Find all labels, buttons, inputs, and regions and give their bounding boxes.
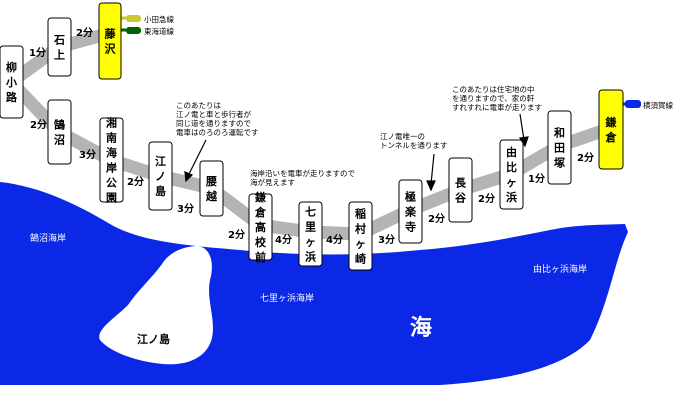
station-box (248, 193, 273, 261)
arrow-head (184, 171, 194, 183)
station-koshigoe: 腰越 (199, 160, 224, 217)
station-label: 由比ヶ浜 (506, 145, 517, 204)
arrow-tunnel (430, 153, 435, 185)
station-box (348, 201, 373, 271)
station-box (0, 45, 24, 119)
travel-time: 4分 (326, 233, 343, 246)
station-inamuragasaki: 稲村ヶ崎 (348, 201, 373, 271)
arrow-head (426, 180, 436, 192)
station-label: 藤沢 (105, 27, 117, 56)
svg-text:海岸沿いを電車が走りますので: 海岸沿いを電車が走りますので (250, 168, 355, 178)
svg-text:海が見えます: 海が見えます (250, 177, 295, 187)
legend-tokaido-swatch (126, 27, 141, 34)
travel-time: 3分 (378, 233, 395, 246)
station-ishigami: 石上 (47, 17, 72, 77)
svg-text:江ノ電唯一の: 江ノ電唯一の (380, 131, 425, 141)
travel-time: 3分 (79, 148, 96, 161)
station-box (298, 201, 323, 267)
station-wadazuka: 和田塚 (547, 110, 572, 185)
travel-time: 1分 (29, 46, 46, 59)
svg-text:を通りますので、家の軒: を通りますので、家の軒 (452, 93, 535, 103)
note-enoden-street: このあたりは 江ノ電と車と歩行者が 同じ道を通りますので 電車はのろのろ運転です (176, 101, 259, 137)
station-label: 稲村ヶ崎 (355, 207, 366, 266)
station-kamakura: 鎌倉 (598, 89, 624, 170)
arrow-residential (519, 113, 525, 141)
station-hase: 長谷 (448, 157, 473, 223)
station-label: 七里ヶ浜 (305, 205, 316, 264)
travel-time: 4分 (275, 233, 292, 246)
station-label: 和田塚 (554, 126, 565, 170)
station-box (47, 17, 72, 77)
arrows (184, 113, 529, 192)
svg-text:同じ道を通りますので: 同じ道を通りますので (176, 118, 251, 128)
station-shichirigahama: 七里ヶ浜 (298, 201, 323, 267)
station-gokurakuji: 極楽寺 (398, 179, 423, 244)
station-label: 長谷 (455, 177, 467, 205)
station-kamakura-koko-mae: 鎌倉高校前 (248, 190, 273, 264)
place-sea: 海 (410, 315, 432, 341)
station-box (199, 160, 224, 217)
place-shichirigahama-coast: 七里ヶ浜海岸 (260, 292, 314, 304)
svg-text:江ノ電と車と歩行者が: 江ノ電と車と歩行者が (176, 109, 251, 119)
travel-time: 3分 (177, 202, 194, 215)
note-residential: このあたりは住宅地の中 を通りますので、家の軒 すれすれに電車が走ります (452, 84, 542, 112)
station-box (448, 157, 473, 223)
legend-yokosuka-label: 横須賀線 (643, 100, 673, 110)
travel-time: 2分 (428, 212, 445, 225)
station-label: 鎌倉高校前 (254, 190, 267, 264)
station-box (99, 117, 124, 203)
place-kugenuma-coast: 鵠沼海岸 (30, 232, 66, 244)
station-kugenuma: 鵠沼 (47, 99, 72, 165)
station-box (148, 141, 173, 211)
arrow-head (518, 136, 529, 148)
station-label: 鵠沼 (54, 118, 65, 147)
place-enoshima-island: 江ノ島 (137, 332, 170, 346)
station-box (98, 2, 122, 80)
station-label: 極楽寺 (404, 190, 417, 234)
place-yuigahama-coast: 由比ヶ浜海岸 (533, 263, 587, 275)
travel-time: 2分 (76, 26, 93, 39)
arrow-enoden-street (187, 139, 207, 177)
station-box (598, 89, 624, 170)
legend-tokaido-label: 東海道線 (144, 26, 174, 36)
land-peninsula (99, 246, 213, 365)
travel-times: 2分 1分 2分 3分 2分 3分 2分 4分 4分 3分 2分 2分 1分 2分 (29, 26, 594, 246)
station-label: 腰越 (205, 175, 218, 203)
svg-text:電車はのろのろ運転です: 電車はのろのろ運転です (176, 127, 259, 137)
station-label: 石上 (53, 34, 65, 62)
legend-odakyu-swatch (126, 15, 141, 22)
station-label: 江ノ島 (155, 154, 166, 198)
station-label: 鎌倉 (605, 115, 618, 144)
station-enoshima: 江ノ島 (148, 141, 173, 211)
svg-text:すれすれに電車が走ります: すれすれに電車が走ります (452, 102, 542, 112)
legend-yokosuka-swatch (625, 100, 641, 108)
station-shonan-kaigan-koen: 湘南海岸公園 (99, 116, 124, 205)
station-label: 湘南海岸公園 (106, 116, 117, 205)
travel-time: 2分 (30, 118, 47, 131)
legend-odakyu-label: 小田急線 (144, 14, 174, 24)
svg-text:このあたりは住宅地の中: このあたりは住宅地の中 (452, 84, 535, 94)
note-tunnel: 江ノ電唯一の トンネルを通ります (380, 131, 447, 150)
stations: 藤沢 石上柳小路鵠沼 湘南海岸公園 江ノ島 腰越鎌倉高校前 七里ヶ浜 稲村ヶ崎 極楽寺 長谷 由比… (0, 2, 624, 271)
station-yuigahama: 由比ヶ浜 (499, 139, 524, 210)
travel-time: 2分 (478, 192, 495, 205)
station-box (499, 139, 524, 210)
station-box (547, 110, 572, 185)
travel-time: 1分 (528, 172, 545, 185)
legend: 小田急線 東海道線 横須賀線 (126, 14, 673, 110)
travel-time: 2分 (228, 228, 245, 241)
station-box (398, 179, 423, 244)
svg-text:トンネルを通ります: トンネルを通ります (380, 140, 447, 150)
travel-time: 2分 (127, 175, 144, 188)
note-seaside: 海岸沿いを電車が走りますので 海が見えます (250, 168, 355, 187)
svg-text:このあたりは: このあたりは (176, 101, 221, 110)
station-label: 柳小路 (5, 60, 18, 104)
station-yanagikoji: 柳小路 (0, 45, 24, 119)
station-fujisawa: 藤沢 (98, 2, 122, 80)
station-box (47, 99, 72, 165)
travel-time: 2分 (577, 151, 594, 164)
